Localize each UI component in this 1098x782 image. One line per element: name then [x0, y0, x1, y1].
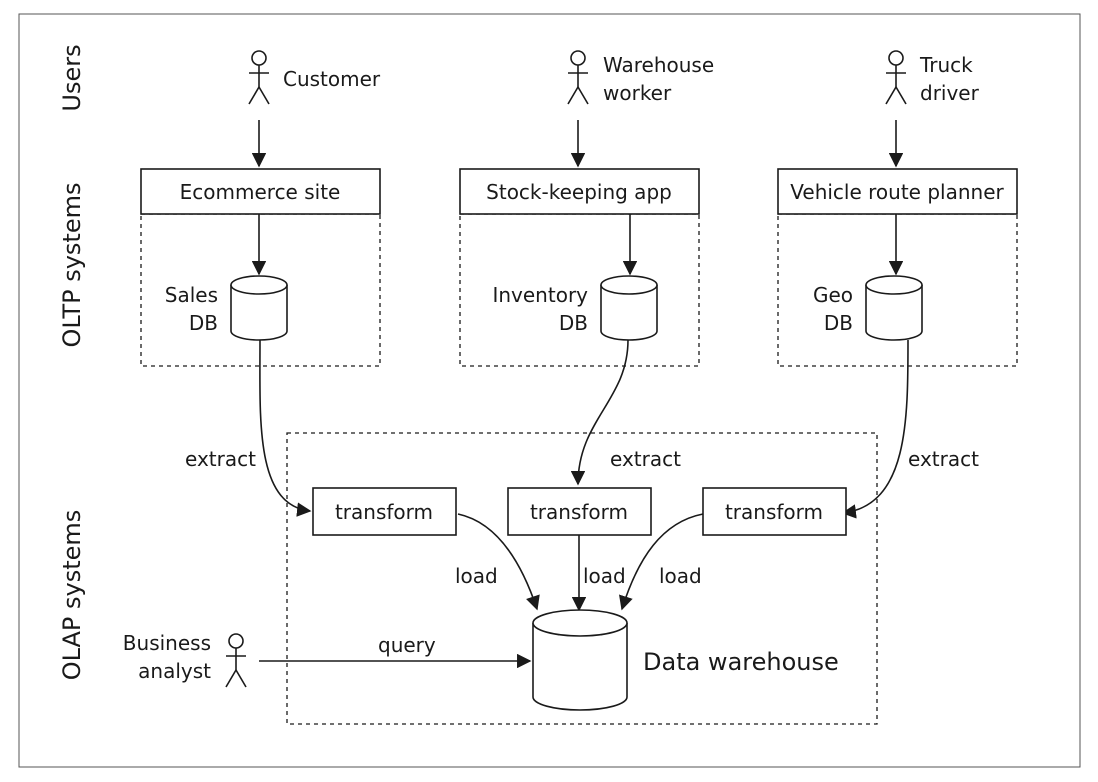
sales-db-label-line1: Sales [165, 283, 218, 307]
business-analyst-actor: Business analyst [123, 631, 247, 688]
truck-driver-actor: Truck driver [885, 50, 980, 105]
lane-label-users: Users [58, 44, 86, 111]
load-arrow-3 [619, 513, 704, 611]
load-label-1: load [455, 564, 498, 588]
data-warehouse-label: Data warehouse [643, 648, 839, 676]
truck-driver-label-line1: Truck [919, 53, 973, 77]
extract-label-sales: extract [185, 447, 256, 471]
transform-label-2: transform [530, 500, 628, 524]
ecommerce-site-label: Ecommerce site [180, 180, 341, 204]
load-arrow-1 [457, 513, 540, 611]
load-label-3: load [659, 564, 702, 588]
inventory-db-label-line2: DB [559, 311, 588, 335]
vehicle-route-planner-box [777, 168, 1018, 215]
load-label-2: load [583, 564, 626, 588]
extract-arrow-geo [841, 339, 909, 519]
inventory-db-label-line1: Inventory [492, 283, 588, 307]
ecommerce-site-box [140, 168, 381, 215]
sales-db-label-line2: DB [189, 311, 218, 335]
lane-label-oltp: OLTP systems [58, 183, 86, 348]
lane-label-olap: OLAP systems [58, 510, 86, 681]
sales-db: Sales DB [165, 275, 288, 341]
geo-db-label-line2: DB [824, 311, 853, 335]
business-analyst-label-line2: analyst [138, 659, 211, 683]
geo-db-label-line1: Geo [813, 283, 853, 307]
person-stick-figure-icon [225, 633, 247, 688]
warehouse-worker-label-line1: Warehouse [603, 53, 714, 77]
geo-db: Geo DB [813, 275, 923, 341]
stock-keeping-app-label: Stock-keeping app [486, 180, 672, 204]
extract-arrow-sales [259, 339, 312, 517]
stock-keeping-app-box [459, 168, 700, 215]
extract-label-geo: extract [908, 447, 979, 471]
cylinder-database-icon [532, 609, 628, 711]
cylinder-database-icon [230, 275, 288, 341]
transform-label-3: transform [725, 500, 823, 524]
customer-label: Customer [283, 67, 381, 91]
business-analyst-label-line1: Business [123, 631, 211, 655]
oltp-stock-container [459, 213, 700, 367]
warehouse-worker-label-line2: worker [603, 81, 672, 105]
person-stick-figure-icon [567, 50, 589, 105]
cylinder-database-icon [865, 275, 923, 341]
truck-driver-label-line2: driver [920, 81, 980, 105]
oltp-ecommerce-container [140, 213, 381, 367]
olap-container [286, 432, 878, 725]
transform-label-1: transform [335, 500, 433, 524]
transform-box-1 [312, 487, 457, 536]
vehicle-route-planner-label: Vehicle route planner [790, 180, 1004, 204]
oltp-vehicle-container [777, 213, 1018, 367]
extract-label-inventory: extract [610, 447, 681, 471]
transform-box-2 [507, 487, 652, 536]
person-stick-figure-icon [885, 50, 907, 105]
diagram-frame [18, 13, 1081, 768]
query-label: query [378, 633, 436, 657]
extract-arrow-inventory [570, 339, 629, 486]
data-warehouse: Data warehouse [532, 609, 839, 711]
transform-box-3 [702, 487, 847, 536]
person-stick-figure-icon [248, 50, 270, 105]
cylinder-database-icon [600, 275, 658, 341]
customer-actor: Customer [248, 50, 381, 105]
warehouse-worker-actor: Warehouse worker [567, 50, 714, 105]
inventory-db: Inventory DB [492, 275, 658, 341]
